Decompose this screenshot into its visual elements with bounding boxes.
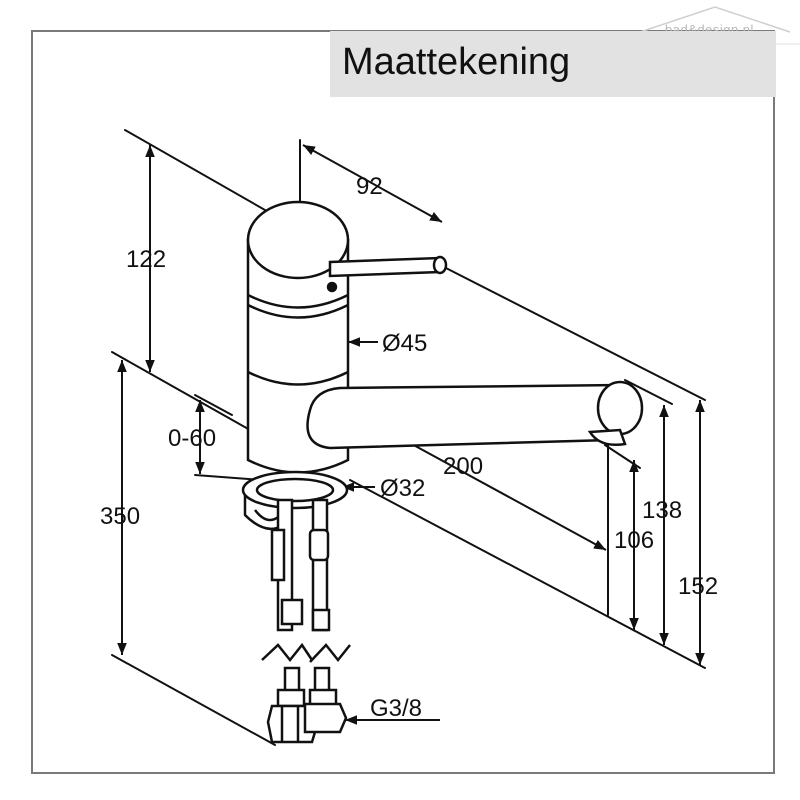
ext-line-handle bbox=[439, 264, 706, 401]
dim-label-045: Ø45 bbox=[382, 330, 427, 357]
ext-line-spout bbox=[624, 379, 673, 405]
ext-line-mid bbox=[111, 351, 251, 431]
dim-label-092: 92 bbox=[356, 173, 383, 200]
dim-label-200: 200 bbox=[443, 453, 483, 480]
faucet-body bbox=[241, 200, 644, 744]
ext-line-bottom bbox=[111, 654, 276, 746]
ext-line-060-top bbox=[194, 394, 233, 416]
dim-label-032: Ø32 bbox=[380, 475, 425, 502]
dim-label-152: 152 bbox=[678, 573, 718, 600]
dim-label-138: 138 bbox=[642, 497, 682, 524]
dim-label-106: 106 bbox=[614, 527, 654, 554]
title-box: Maattekening bbox=[330, 31, 776, 97]
dim-line-092 bbox=[302, 144, 443, 223]
page-title: Maattekening bbox=[342, 41, 571, 83]
dim-label-122: 122 bbox=[126, 246, 166, 273]
dim-label-350: 350 bbox=[100, 503, 140, 530]
dim-label-g38: G3/8 bbox=[370, 695, 422, 722]
dim-label-060: 0-60 bbox=[168, 425, 216, 452]
